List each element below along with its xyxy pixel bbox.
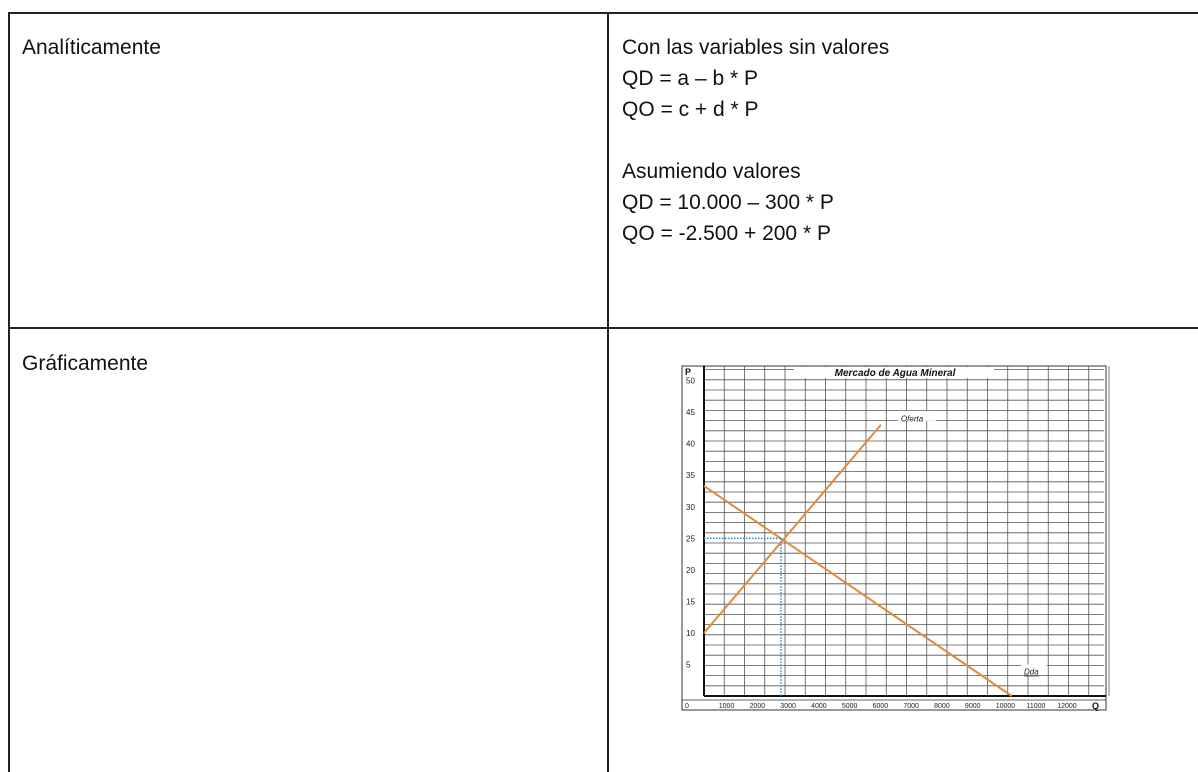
blank-line (622, 125, 889, 156)
x-tick-label: 8000 (934, 703, 950, 710)
demand-line (703, 485, 1013, 697)
equation-qd-symbolic: QD = a – b * P (622, 67, 758, 90)
demand-label-bg (1020, 664, 1047, 675)
heading-variables: Con las variables sin valores (622, 36, 890, 59)
x-tick-label: 5000 (842, 703, 858, 710)
y-tick-label: 15 (686, 597, 695, 606)
supply-label: Oferta (901, 415, 924, 424)
y-tick-label: 35 (686, 471, 695, 480)
x-tick-label: 11000 (1026, 703, 1045, 710)
chart-frame (681, 365, 1107, 711)
chart-tick-labels: 5 10 15 20 25 30 35 40 45 50 0 1000 2000 3000 4000 5000… (685, 377, 1077, 710)
x-tick-label: 1000 (719, 703, 735, 710)
y-tick-label: 40 (686, 440, 695, 449)
supply-line (703, 424, 882, 634)
y-tick-label: 25 (686, 534, 695, 543)
table-top-border (8, 12, 1198, 14)
x-tick-label: 10000 (996, 703, 1016, 710)
equation-qo-values: QO = -2.500 + 200 * P (622, 222, 831, 245)
equation-qo-symbolic: QO = c + d * P (622, 98, 759, 121)
supply-label-bg (897, 410, 936, 421)
table-row-divider (8, 327, 1198, 329)
x-tick-label: 6000 (873, 703, 889, 710)
chart-title: Mercado de Agua Mineral (835, 368, 956, 379)
table-left-border (8, 12, 10, 772)
x-axis-label: Q (1092, 701, 1099, 711)
equations-block: Con las variables sin valores QD = a – b… (622, 32, 889, 249)
x-tick-label: 7000 (903, 703, 919, 710)
y-tick-label: 30 (686, 503, 695, 512)
y-tick-label: 5 (686, 660, 691, 669)
row1-label-cell: Analíticamente (8, 12, 608, 328)
heading-values: Asumiendo valores (622, 160, 801, 183)
x-tick-label: 12000 (1057, 703, 1077, 710)
market-chart: 5 10 15 20 25 30 35 40 45 50 0 1000 2000 3000 4000 5000… (681, 365, 1110, 711)
table-column-divider (607, 12, 609, 772)
row2-label-cell: Gráficamente (8, 328, 608, 772)
y-tick-label: 50 (686, 377, 695, 386)
content-table: Analíticamente Con las variables sin val… (8, 12, 1198, 772)
chart-axes (682, 366, 1106, 701)
chart-grid (681, 365, 1110, 711)
x-tick-label: 2000 (750, 703, 766, 710)
y-tick-label: 45 (686, 408, 695, 417)
row1-label: Analíticamente (22, 36, 161, 59)
chart-series (703, 424, 1013, 697)
row2-label: Gráficamente (22, 352, 149, 375)
y-tick-label: 20 (686, 566, 695, 575)
equation-qd-values: QD = 10.000 – 300 * P (622, 191, 834, 214)
demand-label: Dda (1024, 668, 1039, 677)
x-tick-label: 3000 (780, 703, 796, 710)
x-tick-label: 9000 (965, 703, 981, 710)
y-tick-label: 10 (686, 629, 695, 638)
row1-content-cell: Con las variables sin valores QD = a – b… (608, 12, 1198, 328)
x-tick-label: 4000 (811, 703, 827, 710)
title-band (794, 367, 994, 378)
x-tick-label: 0 (685, 703, 689, 710)
y-axis-label: P (685, 367, 691, 377)
